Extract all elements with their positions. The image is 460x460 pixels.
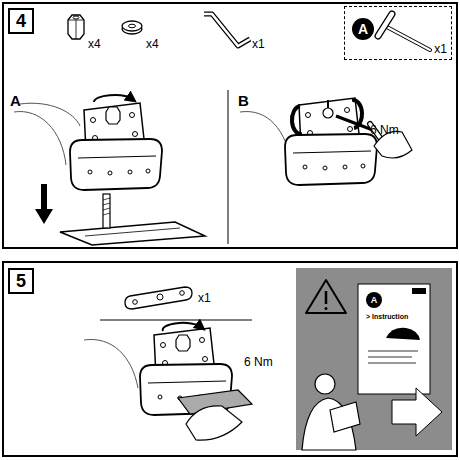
hand	[186, 406, 242, 440]
rotation-mark	[292, 106, 302, 134]
roof-outline	[14, 112, 66, 165]
nut	[323, 100, 333, 118]
plate-holes	[133, 291, 185, 305]
quantity-label: x4	[146, 38, 159, 50]
quantity-label: x4	[88, 38, 101, 50]
node-text: A	[358, 21, 368, 37]
quantity-label: x1	[198, 292, 211, 304]
divider-line	[100, 320, 252, 321]
nut	[163, 323, 201, 351]
washer-part	[122, 21, 142, 31]
plate-holes	[157, 294, 163, 300]
reader-figure	[315, 374, 335, 394]
roof-outline	[84, 339, 138, 388]
warning-sign	[325, 307, 328, 310]
t-handle-tool	[378, 14, 392, 36]
roof-rail	[85, 228, 180, 236]
roof-outline	[240, 112, 292, 165]
sheet-content	[368, 362, 416, 364]
roof-outline	[20, 103, 80, 126]
warning-sign	[306, 280, 346, 313]
tool-box: x1 A	[344, 6, 452, 60]
allen-key	[204, 14, 250, 46]
t-handle-tool	[378, 14, 392, 36]
washer-part	[129, 24, 136, 28]
instruction-sheet	[358, 284, 430, 394]
sub-step-letter: B	[238, 93, 249, 108]
down-arrow	[41, 184, 47, 211]
node-text: 4	[16, 11, 26, 32]
nut-part	[73, 16, 79, 19]
down-arrow	[35, 184, 53, 224]
sheet-content	[368, 350, 418, 352]
nut	[176, 335, 190, 351]
sub-step-letter: A	[10, 93, 21, 108]
nut	[327, 100, 329, 108]
sheet-heading: > Instruction	[366, 313, 408, 320]
node-text: x1	[434, 42, 447, 56]
tool-badge: A	[352, 18, 374, 40]
nut	[106, 107, 120, 124]
divider-line	[228, 90, 229, 244]
bolt	[103, 194, 110, 228]
node-text: 5	[16, 271, 26, 292]
next-arrow	[392, 388, 442, 436]
down-arrow	[35, 209, 53, 224]
allen-key	[204, 14, 250, 46]
rotation-mark	[292, 100, 362, 134]
nut	[94, 95, 132, 124]
step-panel	[3, 262, 457, 456]
allen-key	[204, 14, 250, 46]
node-text: A	[371, 295, 378, 305]
t-handle-tool	[378, 14, 430, 50]
tool-badge: A	[366, 292, 382, 308]
t-handle-tool	[385, 26, 430, 50]
nut-part	[68, 15, 84, 39]
nut	[323, 108, 333, 118]
plate-holes	[180, 291, 185, 296]
sheet-content	[386, 328, 420, 340]
quantity-label: x1	[252, 38, 265, 50]
nut-part	[68, 15, 84, 39]
nut	[94, 95, 132, 102]
rack-foot	[70, 103, 162, 190]
warning-sign	[306, 280, 346, 313]
brand-logo	[412, 288, 426, 294]
nut-part	[68, 20, 84, 39]
torque-label: 6 Nm	[370, 124, 399, 136]
reader-figure	[330, 402, 360, 432]
plate-holes	[133, 300, 138, 305]
reader-figure	[302, 374, 360, 450]
nut	[163, 323, 201, 331]
rack-foot	[285, 98, 377, 185]
warning-sign	[325, 291, 328, 304]
spacer-plate	[125, 287, 192, 309]
bolt	[103, 198, 110, 215]
step-panel	[3, 3, 457, 248]
sheet-content	[368, 328, 420, 364]
notice-panel	[296, 268, 452, 450]
roof-outline	[240, 112, 292, 165]
step-number-box: 5	[8, 268, 34, 294]
bolt	[103, 194, 110, 228]
step-number-box: 4	[8, 8, 34, 34]
t-handle-tool	[385, 26, 430, 50]
sheet-content	[368, 356, 412, 358]
roof-rail	[60, 222, 205, 245]
washer-part	[122, 21, 142, 34]
torque-label: 6 Nm	[244, 356, 273, 368]
